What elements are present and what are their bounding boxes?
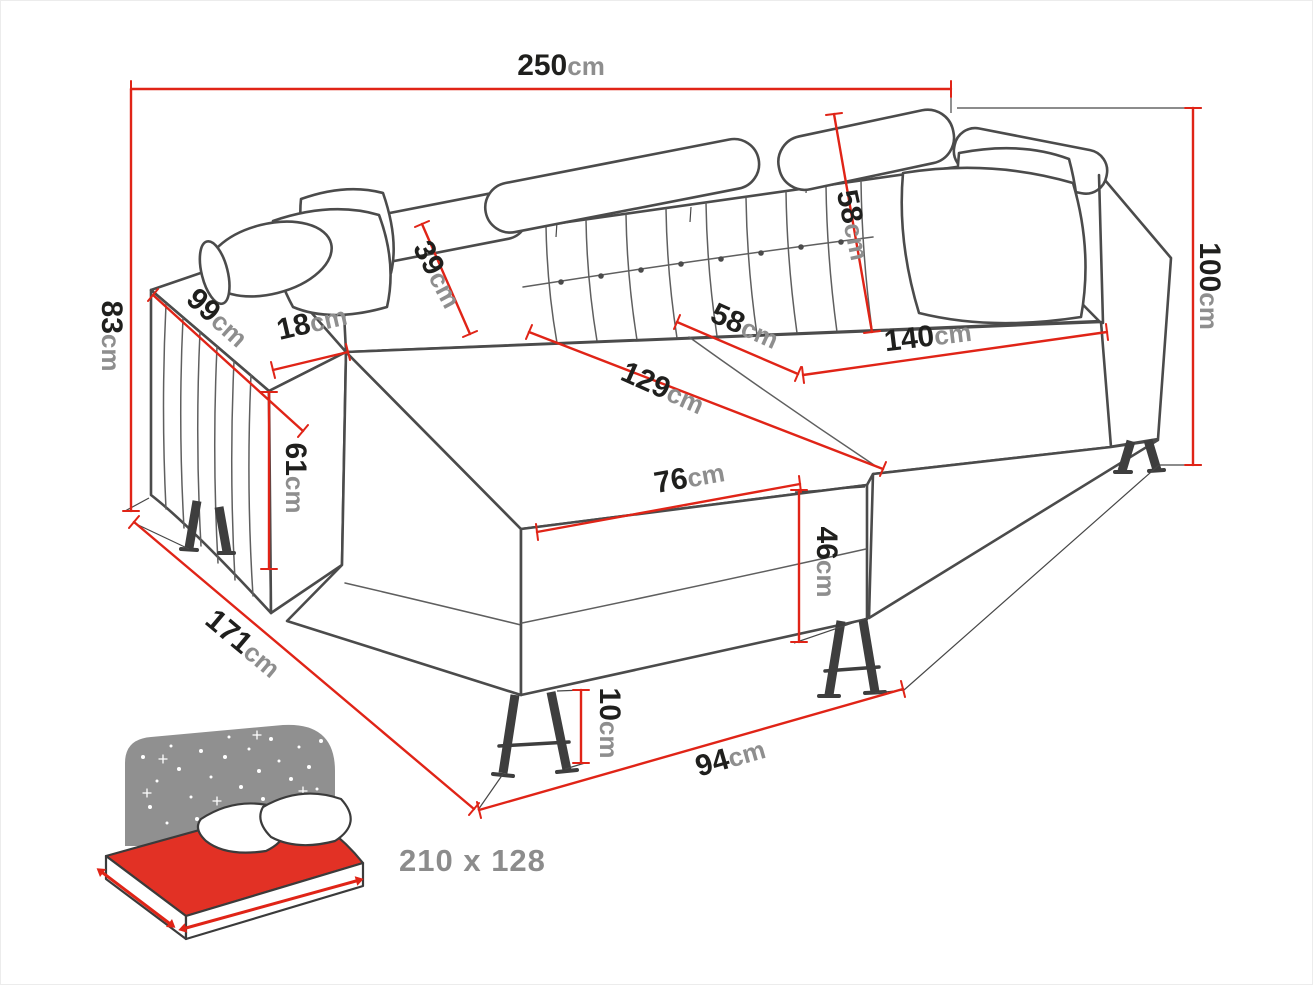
right-pillows <box>900 146 1087 325</box>
dim-armrest-height: 61cm <box>260 390 312 571</box>
bolster-cushion <box>198 220 333 306</box>
dim-leg-height-label: 10cm <box>593 688 626 759</box>
chaise-front-face <box>519 483 869 697</box>
right-front-face <box>867 438 1160 620</box>
dim-left-height: 83cm <box>95 87 140 513</box>
chaise-front-seam <box>521 548 867 624</box>
pillow <box>900 166 1087 325</box>
dim-front-width: 94cm <box>476 680 906 819</box>
dim-front-width-label: 94cm <box>692 732 769 783</box>
dim-chaise-width-label: 76cm <box>652 455 728 500</box>
sleeping-function-icon: 210 x 128 <box>96 724 546 941</box>
headrest-right <box>777 108 956 192</box>
headrest-middle <box>483 137 761 234</box>
dim-seat-width-label: 140cm <box>882 315 973 358</box>
base-front <box>519 438 1160 697</box>
dim-seat-width: 140cm <box>801 315 1109 384</box>
pleat-lines <box>162 303 254 597</box>
right-arm-inner-edge <box>1097 173 1105 325</box>
dim-total-width: 250cm <box>129 49 953 98</box>
pillow <box>259 792 352 847</box>
bed-pillows <box>196 792 352 854</box>
bed-length-arrow <box>178 876 364 933</box>
seat-fold-seam <box>688 336 878 468</box>
legs <box>179 438 1166 778</box>
dim-total-width-label: 250cm <box>517 49 605 82</box>
dim-armrest-height-label: 61cm <box>279 443 312 514</box>
sleeping-area-size-label: 210 x 128 <box>399 843 546 878</box>
dim-chaise-width: 76cm <box>535 455 802 541</box>
chaise-side-seam <box>344 582 522 626</box>
dim-seat-height: 46cm <box>790 488 843 644</box>
sofa-line-drawing <box>149 108 1173 778</box>
dim-right-height-label: 100cm <box>1193 242 1226 330</box>
dim-seat-height-label: 46cm <box>810 527 843 598</box>
bed-width-arrow <box>96 868 176 928</box>
dim-left-height-label: 83cm <box>95 301 128 372</box>
dim-right-height: 100cm <box>1184 106 1226 467</box>
dim-leg-height: 10cm <box>572 688 626 765</box>
